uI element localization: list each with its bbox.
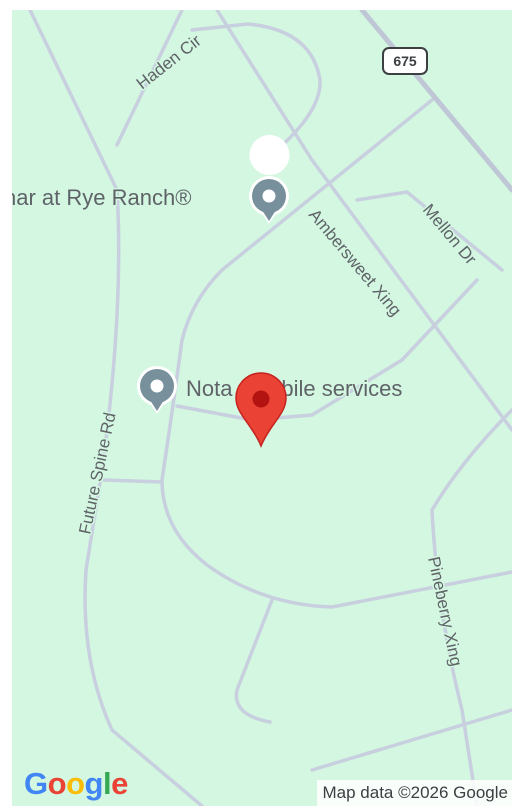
google-logo: Google: [24, 766, 128, 801]
map-attribution[interactable]: Map data ©2026 Google: [316, 780, 512, 806]
road-network: [28, 10, 512, 806]
road-mellon: [355, 190, 504, 272]
road-connector-a: [160, 98, 512, 609]
route-shield-label: 675: [393, 53, 417, 69]
map-canvas[interactable]: 675 Haden Cir Ambersweet Xing Mellon Dr …: [12, 10, 512, 806]
road-connector-b: [310, 278, 479, 417]
street-label-mellon: Mellon Dr: [419, 200, 481, 268]
route-shield: 675: [382, 47, 428, 75]
poi-rye-ranch[interactable]: nar at Rye Ranch®: [12, 135, 290, 224]
road-future-spine: [28, 10, 204, 806]
road-spur-west: [102, 478, 164, 484]
road-cul-de-sac: [234, 598, 274, 724]
road-route-675: [359, 10, 512, 193]
street-label-ambersweet: Ambersweet Xing: [305, 205, 405, 319]
road-ambersweet: [215, 10, 512, 432]
street-label-future-spine: Future Spine Rd: [75, 411, 119, 536]
poi-notary[interactable]: Nota mobile services: [137, 366, 404, 414]
road-west-branch: [115, 10, 184, 147]
map-viewport[interactable]: 675 Haden Cir Ambersweet Xing Mellon Dr …: [12, 10, 512, 806]
poi-label-notary[interactable]: Nota mobile services: [185, 375, 404, 403]
map-pin-icon[interactable]: [235, 372, 287, 448]
road-haden-cir: [190, 22, 322, 152]
road-pineberry: [430, 408, 512, 806]
poi-label-rye-ranch[interactable]: nar at Rye Ranch®: [12, 184, 193, 212]
poi-pin-icon[interactable]: [249, 135, 290, 224]
street-label-pineberry: Pineberry Xing: [424, 555, 466, 668]
poi-pin-icon[interactable]: [137, 366, 177, 414]
road-south-connector: [310, 708, 512, 772]
